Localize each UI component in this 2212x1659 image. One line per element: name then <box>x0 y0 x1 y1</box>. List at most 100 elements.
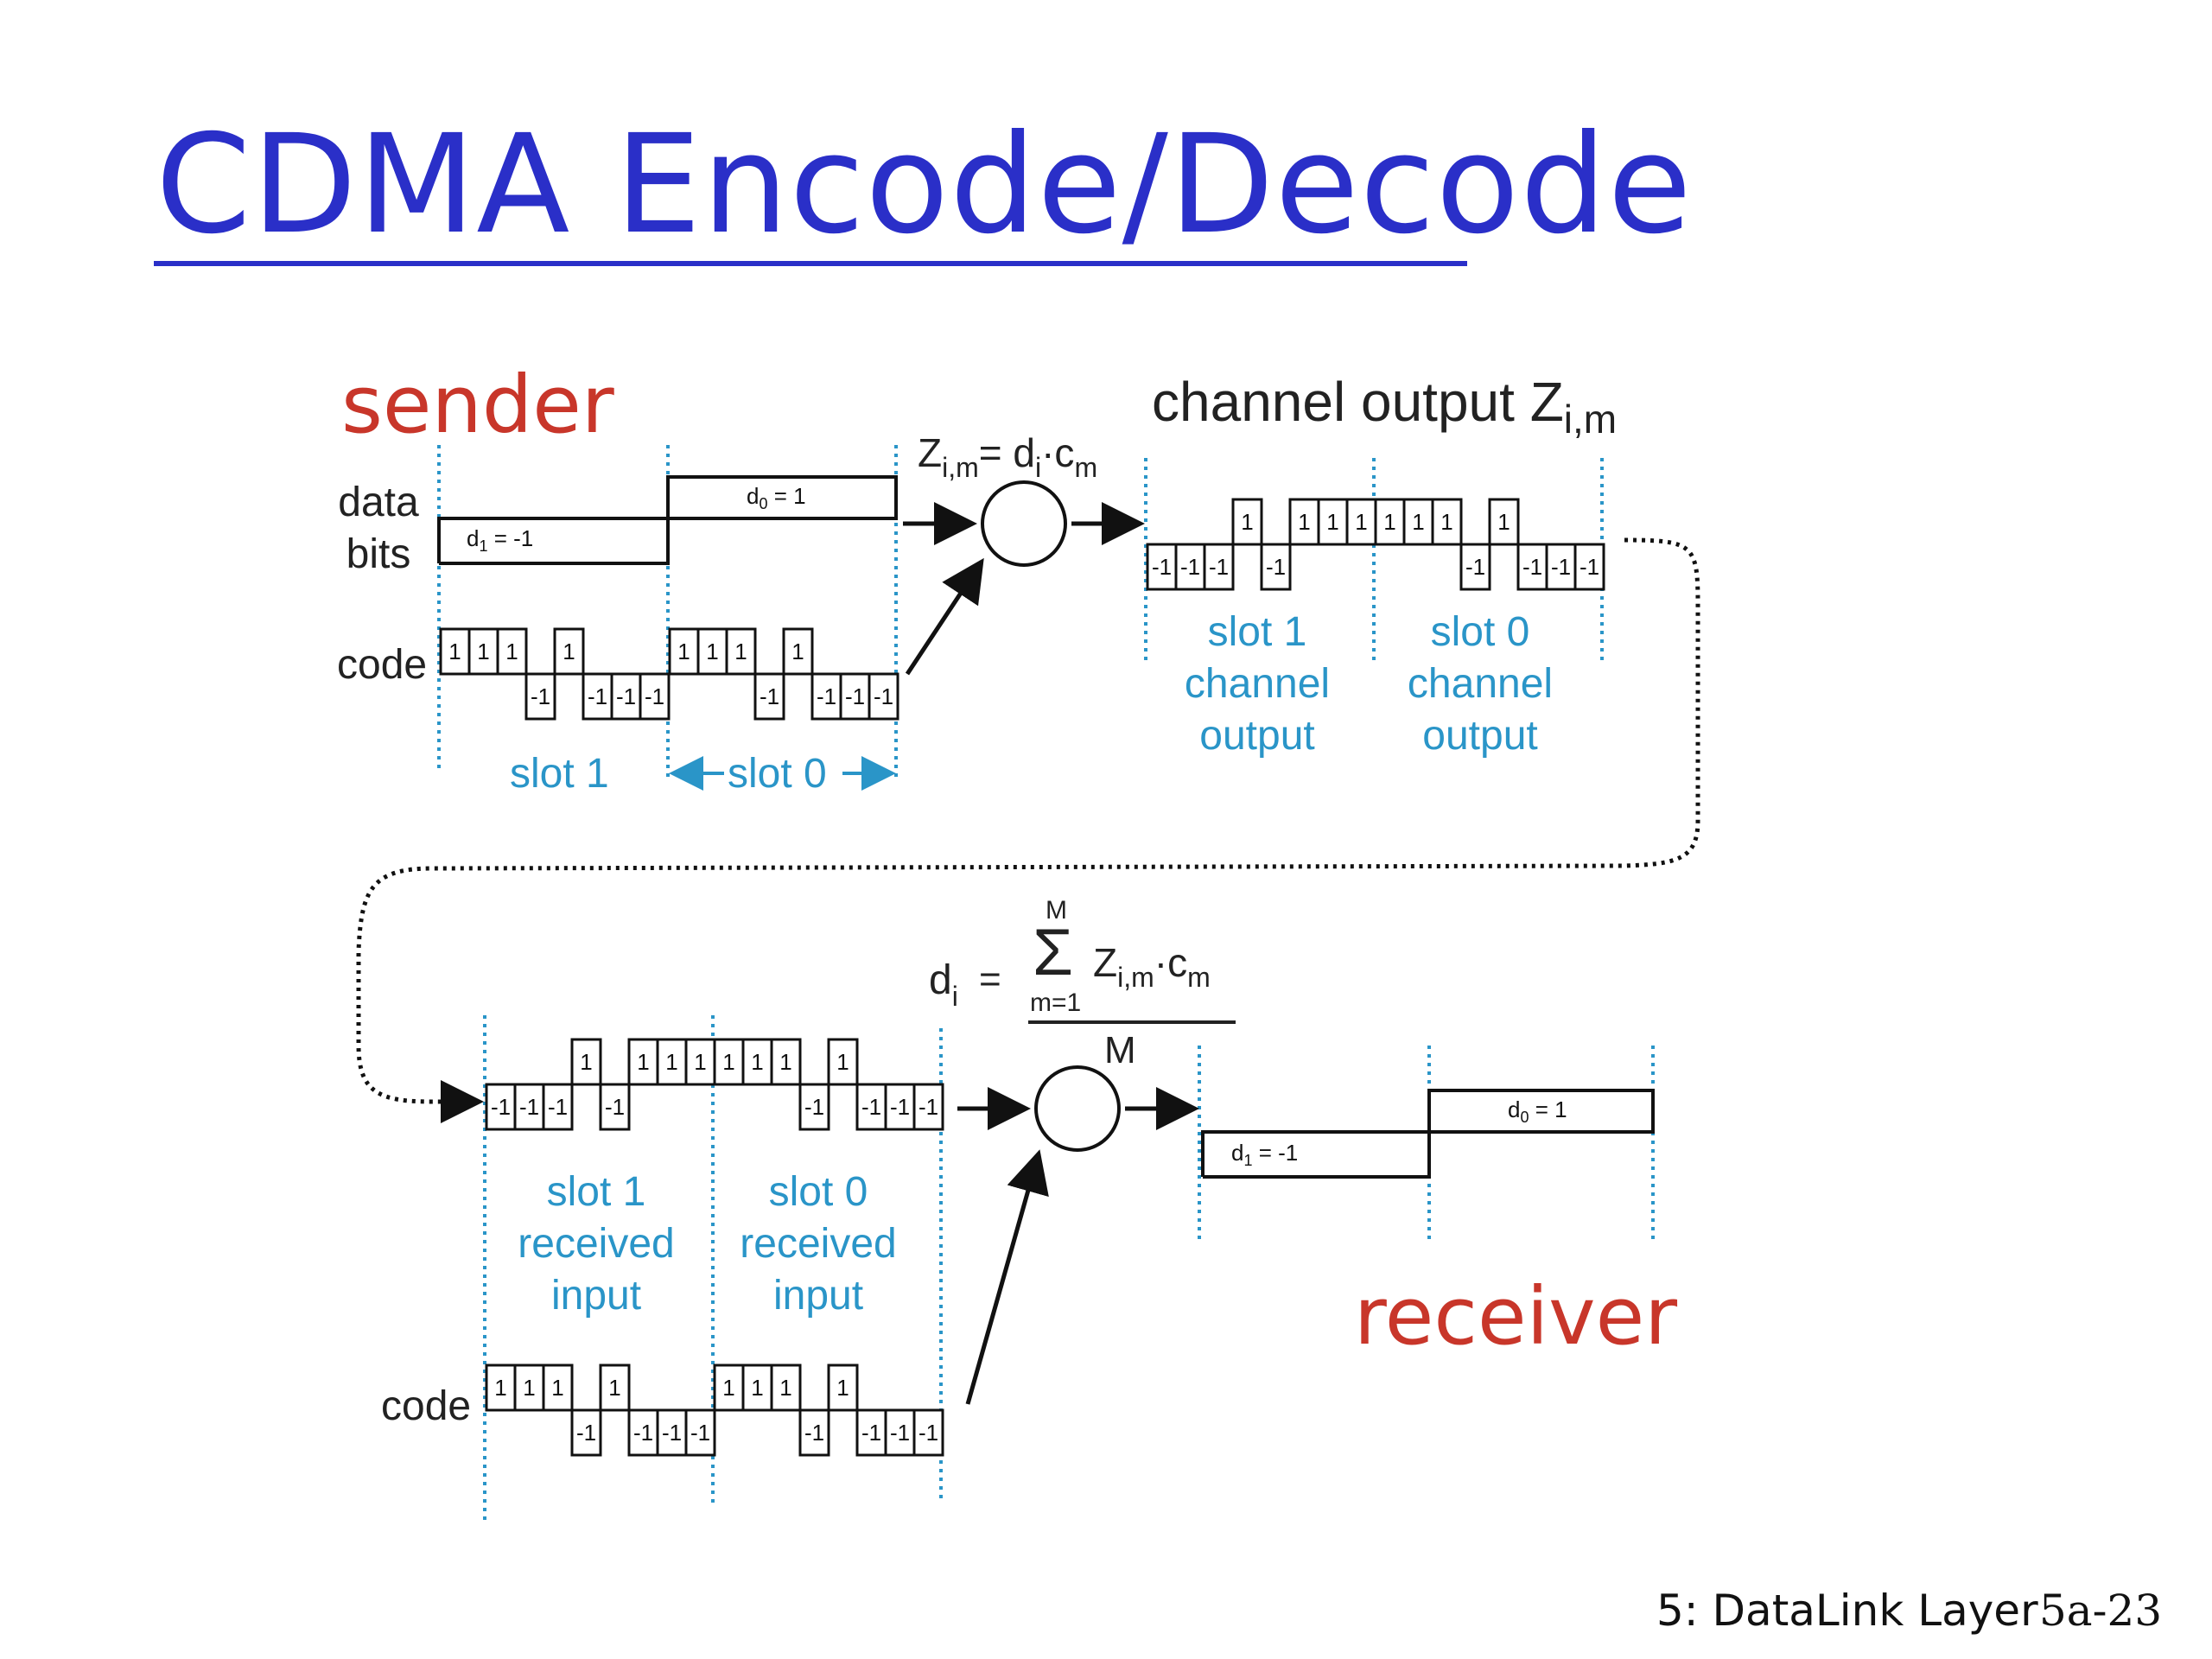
channel-chip-label: 1 <box>1241 509 1253 535</box>
receiver-d1-text: d1 = -1 <box>1231 1140 1298 1169</box>
channel-chip-label: -1 <box>1266 554 1286 580</box>
channel-output-heading: channel output Zi,m <box>1152 370 1617 442</box>
sender-code-chip-label: -1 <box>616 683 636 709</box>
receiver-code-chip-label: 1 <box>551 1375 563 1401</box>
receiver-code-chip-label: -1 <box>861 1420 881 1446</box>
receiver-code-chip-box <box>741 1363 773 1412</box>
receiver-code-chip-box <box>684 1408 716 1457</box>
sender-code-chip-label: 1 <box>477 639 489 664</box>
page-title: CDMA Encode/Decode <box>156 105 1693 264</box>
sender-code-chip-label: 1 <box>706 639 718 664</box>
receiver-code-chip-box <box>770 1363 802 1412</box>
channel-chip-label: -1 <box>1522 554 1542 580</box>
footer-chapter: 5: DataLink Layer <box>1656 1586 2038 1636</box>
sender-code-chip-label: 1 <box>505 639 518 664</box>
receiver-code-chip-label: -1 <box>633 1420 653 1446</box>
channel-chip-box <box>1231 498 1263 546</box>
receiver-code-chip-label: 1 <box>494 1375 506 1401</box>
data-bits-label-line1: data <box>338 480 419 525</box>
rcode-to-decoder-arrow <box>965 1149 1049 1405</box>
sender-slot0-label: slot 0 <box>728 751 827 797</box>
received-chip-label: 1 <box>580 1049 592 1075</box>
sender-code-chip-box <box>496 627 528 676</box>
data-bits-label-line2: bits <box>346 531 411 577</box>
encoder-multiplier <box>981 480 1067 567</box>
channel-slot1-caption-2: channel <box>1184 661 1331 707</box>
sender-code-chip-label: -1 <box>760 683 779 709</box>
sender-code-chip-box <box>467 627 499 676</box>
sender-code-chip-box <box>753 672 785 721</box>
decode-term: Zi,m·cm <box>1093 940 1211 993</box>
channel-slot0-caption: slot 0 channel output <box>1372 607 1588 762</box>
received-chip-box <box>599 1083 631 1131</box>
channel-chip-box <box>1488 498 1520 546</box>
receiver-code-chip-label: -1 <box>576 1420 596 1446</box>
sender-data-bits <box>437 475 898 565</box>
receiver-code-chip-label: -1 <box>918 1420 938 1446</box>
channel-chip-label: -1 <box>1551 554 1571 580</box>
data-bits-label: data bits <box>327 477 430 581</box>
code-to-encoder-arrow <box>905 557 984 676</box>
receiver-code-chip-box <box>656 1408 688 1457</box>
received-chip-label: -1 <box>804 1094 824 1120</box>
receiver-code-chip-box <box>912 1408 944 1457</box>
sender-code-chip-box <box>868 672 899 721</box>
sender-code-chip-label: 1 <box>791 639 804 664</box>
received-chip-box <box>912 1083 944 1131</box>
receiver-code-chip-label: -1 <box>690 1420 710 1446</box>
channel-to-receiver-connector <box>356 537 1700 1123</box>
receiver-code-chip-box <box>599 1363 631 1412</box>
received-slot1-caption-1: slot 1 <box>546 1169 646 1215</box>
received-chip-label: 1 <box>694 1049 706 1075</box>
channel-slot0-caption-1: slot 0 <box>1430 609 1530 655</box>
channel-slot1-caption-3: output <box>1199 713 1315 759</box>
received-slot0-caption: slot 0 received input <box>710 1166 926 1322</box>
sum-upper-limit: M <box>1046 896 1067 925</box>
receiver-code-chip-label: 1 <box>751 1375 763 1401</box>
channel-chip-box <box>1545 543 1577 591</box>
receiver-data-bits <box>1201 1089 1655 1179</box>
received-chip-label: 1 <box>836 1049 849 1075</box>
received-chip-box <box>513 1083 545 1131</box>
receiver-code-chip-label: 1 <box>779 1375 791 1401</box>
received-slot0-caption-2: received <box>740 1221 897 1267</box>
decode-lhs: di <box>929 957 958 1012</box>
channel-chip-label: -1 <box>1152 554 1172 580</box>
received-chip-box <box>713 1038 745 1086</box>
sender-code-chip-box <box>524 672 556 721</box>
decode-denominator: M <box>1104 1029 1136 1071</box>
received-chip-label: -1 <box>605 1094 625 1120</box>
decoder-integrator <box>1034 1065 1121 1152</box>
received-slot0-caption-3: input <box>772 1273 864 1319</box>
sender-code-chip-box <box>582 672 613 721</box>
receiver-d0-text: d0 = 1 <box>1508 1096 1567 1126</box>
received-chip-label: 1 <box>779 1049 791 1075</box>
channel-heading-text: channel output Z <box>1152 371 1564 433</box>
received-slot0-caption-1: slot 0 <box>768 1169 868 1215</box>
received-chip-label: 1 <box>722 1049 734 1075</box>
received-chip-box <box>770 1038 802 1086</box>
channel-chip-box <box>1288 498 1320 546</box>
receiver-code-chip-box <box>855 1408 887 1457</box>
received-chip-box <box>798 1083 830 1131</box>
sender-code-chip-box <box>639 672 671 721</box>
channel-slot1-caption: slot 1 channel output <box>1149 607 1365 762</box>
channel-chip-box <box>1431 498 1463 546</box>
received-chip-box <box>741 1038 773 1086</box>
received-slot1-caption-3: input <box>550 1273 642 1319</box>
receiver-code-chip-label: 1 <box>608 1375 620 1401</box>
receiver-code-chip-label: -1 <box>890 1420 910 1446</box>
received-slot1-caption: slot 1 received input <box>488 1166 704 1322</box>
sender-heading: sender <box>341 359 614 451</box>
sender-code-chip-label: -1 <box>531 683 550 709</box>
receiver-code-chip-box <box>542 1363 574 1412</box>
receiver-code-chip-label: 1 <box>836 1375 849 1401</box>
decode-formula: di = M Σ m=1 Zi,m·cm M <box>929 896 1236 1071</box>
